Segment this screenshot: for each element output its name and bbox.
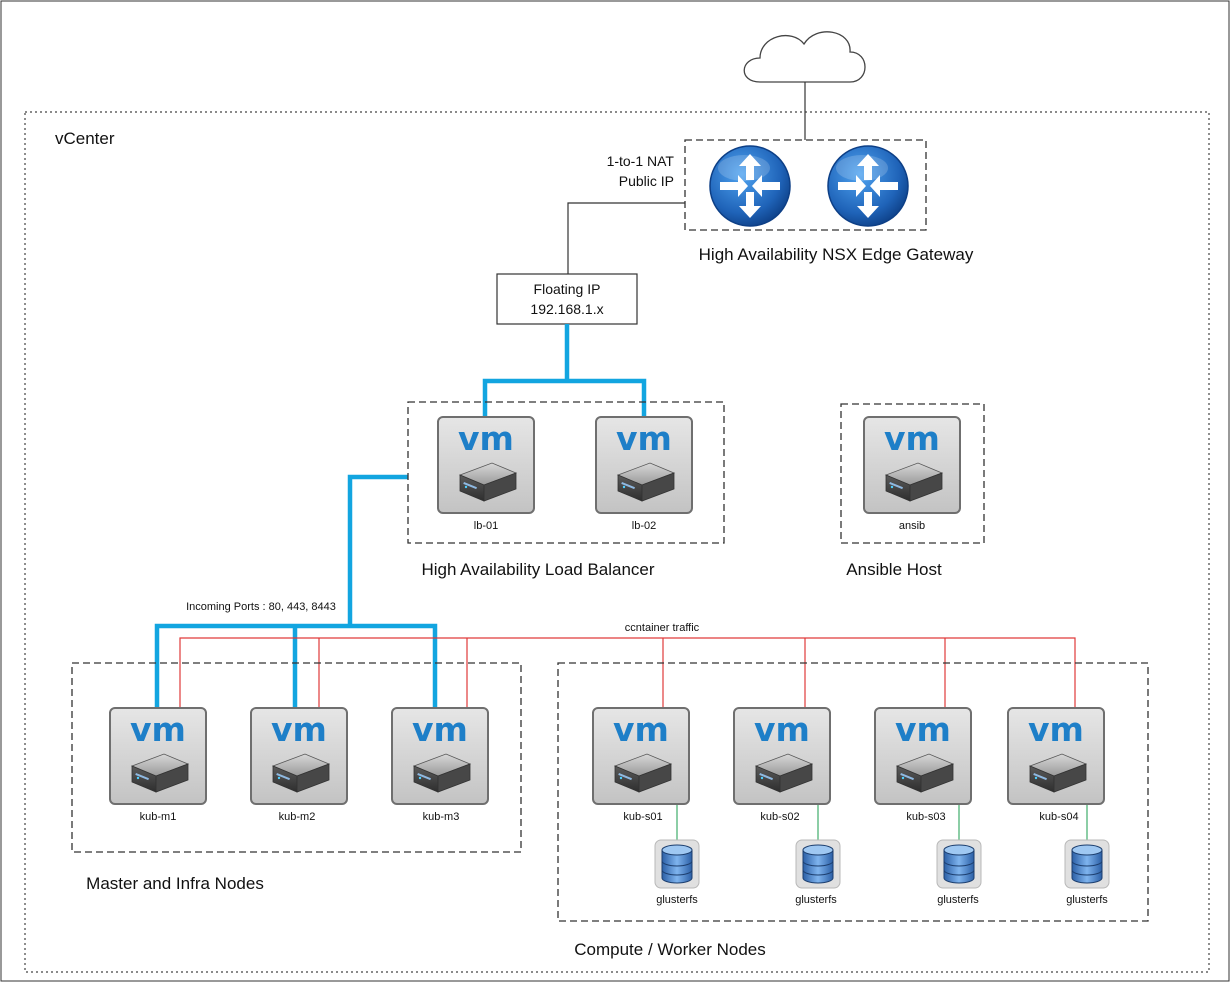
storage-label: glusterfs (656, 894, 698, 906)
vm-badge: vm (412, 710, 468, 749)
vm-kub-m3: vm (391, 707, 489, 805)
vm-badge: vm (271, 710, 327, 749)
nat-link-line (567, 202, 685, 274)
vm-badge: vm (1028, 710, 1084, 749)
vm-badge: vm (754, 710, 810, 749)
database-icon (936, 839, 982, 889)
database-icon (654, 839, 700, 889)
floating-ip-address: 192.168.1.x (530, 301, 603, 317)
vm-badge: vm (616, 419, 672, 458)
node-label: kub-s02 (760, 811, 799, 823)
vm-kub-s02: vm (733, 707, 831, 805)
storage-links (676, 804, 1088, 840)
worker-caption: Compute / Worker Nodes (574, 940, 765, 959)
node-label: kub-s03 (906, 811, 945, 823)
floating-ip-title: Floating IP (534, 281, 601, 297)
vcenter-boundary (24, 111, 1210, 973)
public-ip-label: Public IP (619, 173, 674, 189)
vm-badge: vm (130, 710, 186, 749)
container-traffic-label: ccntainer traffic (625, 622, 700, 634)
ingress-lines (154, 324, 647, 708)
storage-label: glusterfs (1066, 894, 1108, 906)
node-label: kub-m3 (423, 811, 460, 823)
database-icon (795, 839, 841, 889)
router-icon (709, 145, 791, 227)
floating-ip-box (496, 273, 638, 325)
vm-lb-02: vm (595, 416, 693, 514)
node-label: lb-01 (474, 520, 498, 532)
node-label: kub-s01 (623, 811, 662, 823)
storage-label: glusterfs (795, 894, 837, 906)
vm-badge: vm (895, 710, 951, 749)
vm-badge: vm (458, 419, 514, 458)
load-balancer-caption: High Availability Load Balancer (421, 560, 654, 579)
load-balancer-group (407, 401, 725, 544)
vm-kub-s03: vm (874, 707, 972, 805)
vm-kub-s04: vm (1007, 707, 1105, 805)
vm-ansib: vm (863, 416, 961, 514)
gateway-caption: High Availability NSX Edge Gateway (699, 245, 974, 264)
ansible-caption: Ansible Host (846, 560, 942, 579)
node-label: kub-m2 (279, 811, 316, 823)
vm-kub-s01: vm (592, 707, 690, 805)
vm-badge: vm (884, 419, 940, 458)
incoming-ports-label: Incoming Ports : 80, 443, 8443 (186, 601, 336, 613)
vm-kub-m1: vm (109, 707, 207, 805)
nsx-gateway-group (684, 139, 927, 231)
node-label: kub-s04 (1039, 811, 1078, 823)
master-caption: Master and Infra Nodes (86, 874, 264, 893)
database-icon (1064, 839, 1110, 889)
node-label: lb-02 (632, 520, 656, 532)
internet-cloud-icon (743, 31, 866, 83)
vm-kub-m2: vm (250, 707, 348, 805)
vm-lb-01: vm (437, 416, 535, 514)
node-label: ansib (899, 520, 925, 532)
vm-badge: vm (613, 710, 669, 749)
master-infra-group (71, 662, 522, 853)
container-traffic-lines (179, 637, 1076, 708)
nat-label: 1-to-1 NAT (607, 153, 675, 169)
ansible-host-group (840, 403, 985, 544)
router-icon (827, 145, 909, 227)
storage-label: glusterfs (937, 894, 979, 906)
vcenter-label: vCenter (55, 129, 115, 148)
worker-group (557, 662, 1149, 922)
node-label: kub-m1 (140, 811, 177, 823)
